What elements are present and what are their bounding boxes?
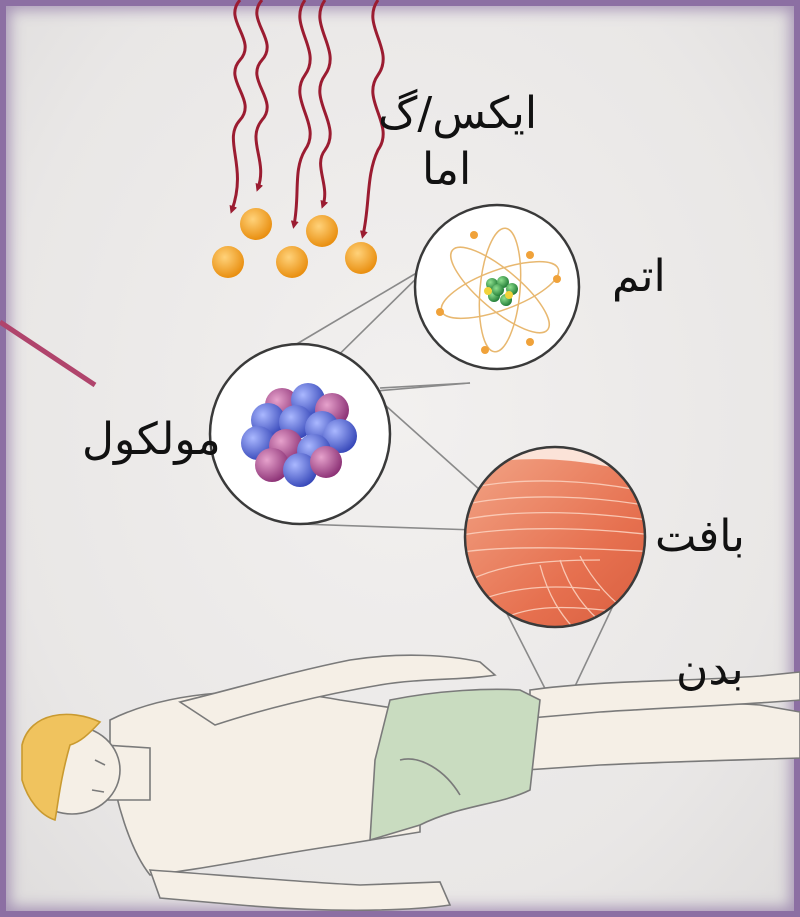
wave-arrow <box>256 0 267 188</box>
atom-inset <box>415 205 579 369</box>
tissue-label: بافت <box>655 515 745 559</box>
radiation-waves <box>232 0 383 235</box>
particle <box>345 242 377 274</box>
xray-label-line1: ایکس/گ <box>378 92 537 136</box>
particle <box>306 215 338 247</box>
molecule-label: مولکول <box>82 418 221 462</box>
particle <box>212 246 244 278</box>
atom-label: اتم <box>612 255 666 299</box>
pointer-line <box>0 322 95 385</box>
tissue-inset <box>460 440 660 640</box>
molecule-inset <box>210 344 390 524</box>
particle <box>276 246 308 278</box>
wave-arrow <box>320 0 330 205</box>
particle <box>240 208 272 240</box>
wave-arrow <box>232 0 245 210</box>
wave-arrow <box>294 0 310 225</box>
body-label: بدن <box>676 648 744 692</box>
xray-label-line2: اما <box>422 148 471 192</box>
